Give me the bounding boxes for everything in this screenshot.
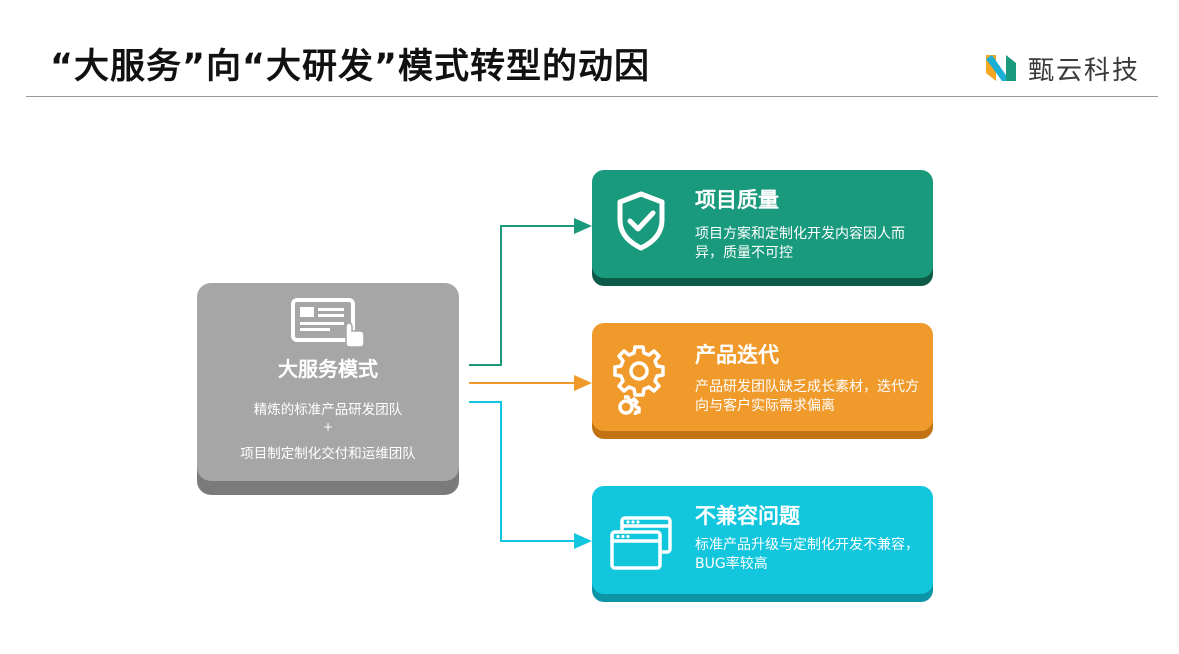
brand-name: 甄云科技	[1028, 55, 1141, 86]
title-divider	[26, 96, 1158, 97]
arrow-to-quality	[469, 218, 592, 366]
windows-icon	[610, 516, 672, 570]
card-product-iteration: 产品迭代 产品研发团队缺乏成长素材，迭代方向与客户实际需求偏离	[592, 323, 933, 431]
brand: 甄云科技	[984, 52, 1141, 86]
source-plus: +	[322, 420, 334, 434]
card-title: 不兼容问题	[695, 504, 800, 528]
card-desc: 项目方案和定制化开发内容因人而异，质量不可控	[695, 226, 905, 261]
card-desc: 标准产品升级与定制化开发不兼容，BUG率较高	[695, 537, 919, 572]
arrow-to-compat	[469, 401, 592, 549]
card-incompatibility: 不兼容问题 标准产品升级与定制化开发不兼容，BUG率较高	[592, 486, 933, 594]
source-line-2: 项目制定制化交付和运维团队	[240, 446, 416, 462]
card-title: 项目质量	[695, 188, 779, 212]
card-desc: 产品研发团队缺乏成长素材，迭代方向与客户实际需求偏离	[695, 379, 919, 414]
big-service-mode-card: 大服务模式 精炼的标准产品研发团队 + 项目制定制化交付和运维团队	[197, 283, 459, 481]
gears-icon	[613, 345, 665, 415]
card-title: 产品迭代	[695, 343, 779, 367]
logo-mark-icon	[986, 55, 1016, 81]
source-line-1: 精炼的标准产品研发团队	[253, 402, 403, 418]
page-title: “大服务”向“大研发”模式转型的动因	[50, 47, 651, 87]
card-project-quality: 项目质量 项目方案和定制化开发内容因人而异，质量不可控	[592, 170, 933, 278]
shield-check-icon	[617, 191, 665, 251]
source-title: 大服务模式	[278, 357, 378, 381]
tablet-touch-icon	[291, 298, 365, 348]
